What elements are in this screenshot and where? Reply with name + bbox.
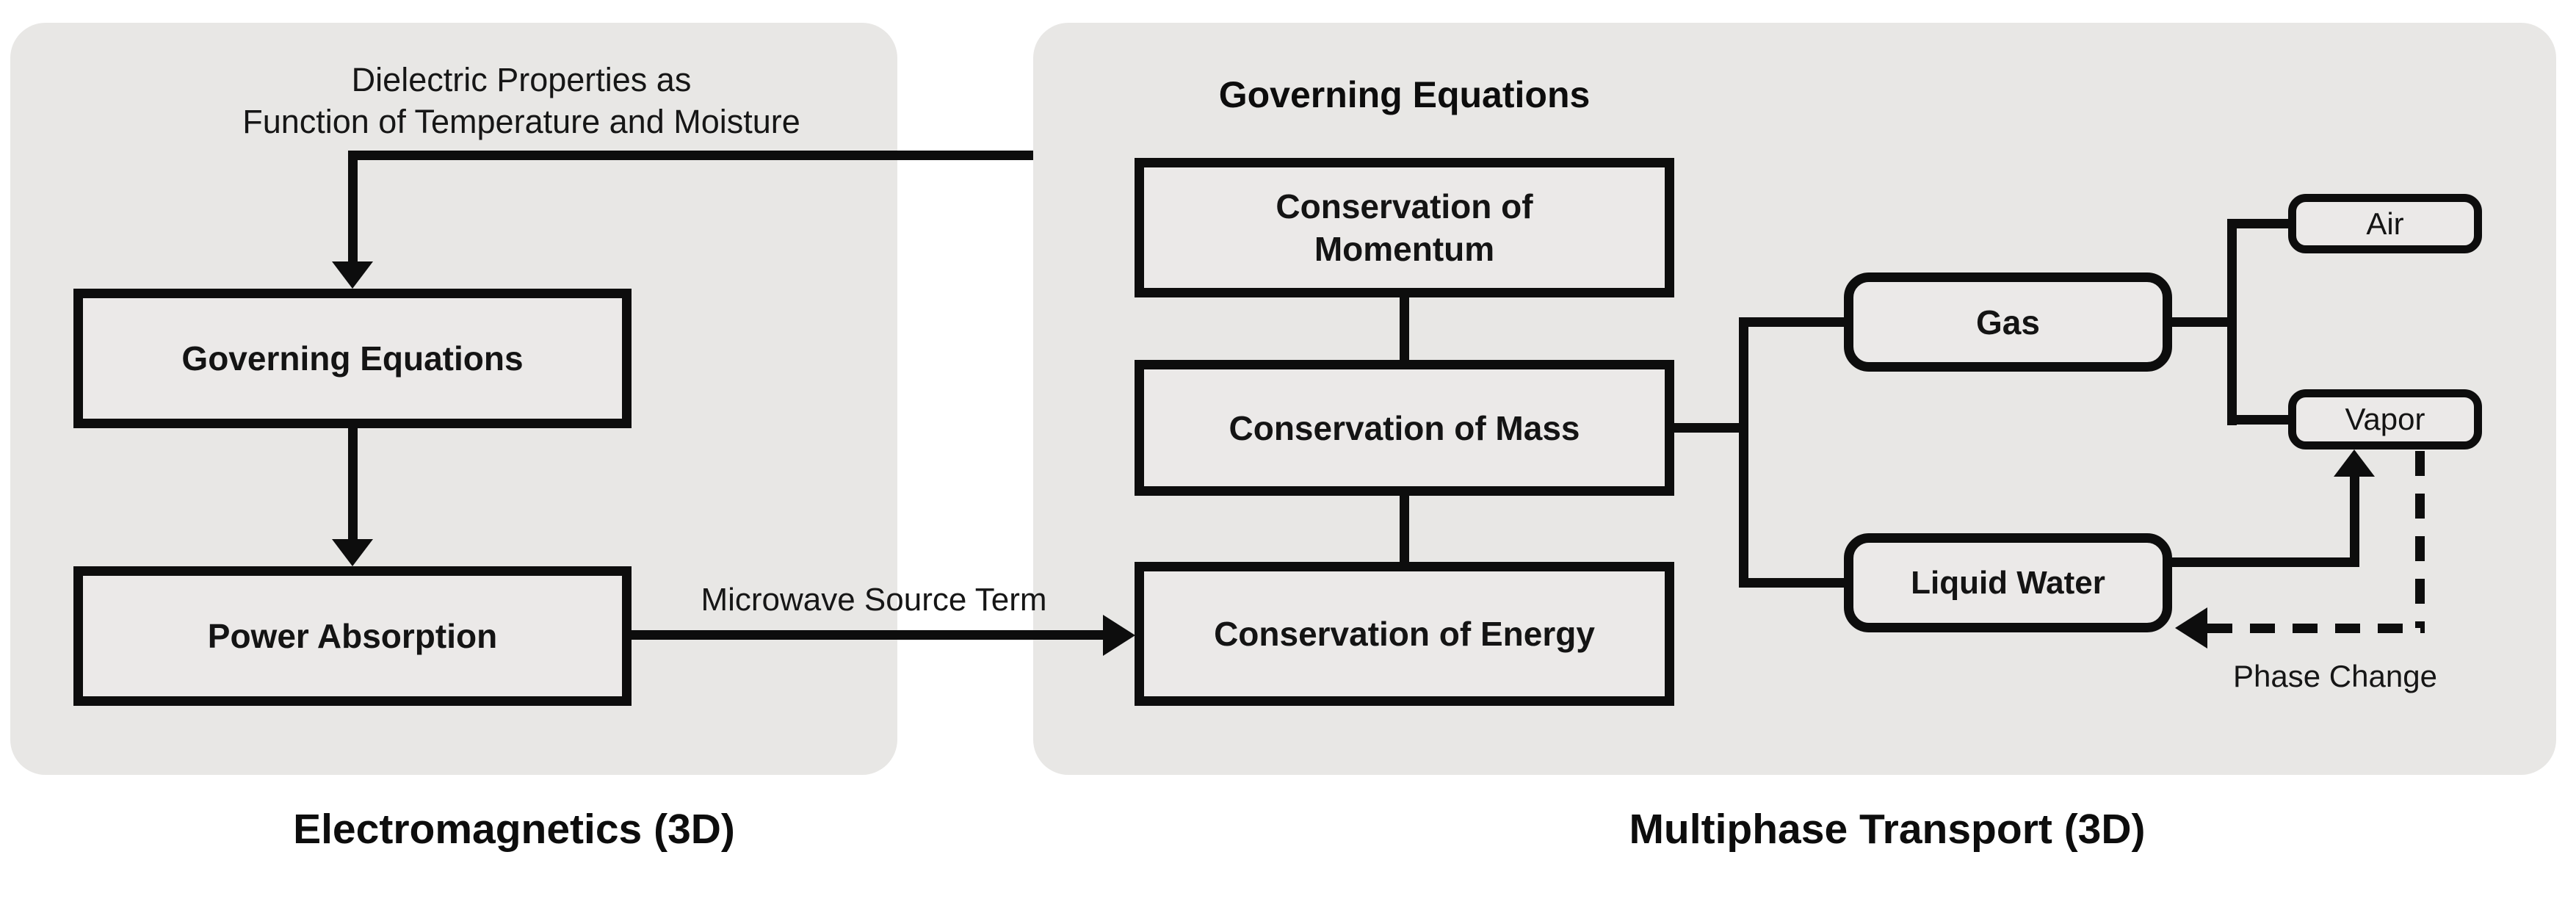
multiphase-caption: Multiphase Transport (3D) (1629, 806, 2146, 853)
edge-gas-branch-stub (2172, 317, 2237, 327)
edge-dielectric-feedback-hline (348, 151, 1033, 160)
edge-mass-energy-vline (1400, 496, 1409, 562)
node-power-absorption-label: Power Absorption (207, 617, 498, 655)
edge-branch-to-air-stub (2237, 219, 2288, 228)
node-conservation-of-momentum-label: Conservation of Momentum (1276, 185, 1533, 270)
node-vapor-label: Vapor (2345, 402, 2425, 436)
arrowhead-right-icon (1103, 615, 1135, 656)
edge-branch-to-liquid-stub (1748, 578, 1844, 588)
dielectric-properties-line1: Dielectric Properties as (351, 61, 692, 98)
dielectric-properties-label: Dielectric Properties as Function of Tem… (154, 59, 889, 142)
phase-change-label: Phase Change (2233, 659, 2437, 693)
node-conservation-of-mass-label: Conservation of Mass (1229, 408, 1580, 447)
node-gas-label: Gas (1976, 303, 2040, 342)
node-governing-equations-em-label: Governing Equations (181, 339, 524, 378)
edge-branch-to-vapor-stub (2237, 415, 2288, 425)
dielectric-properties-line2: Function of Temperature and Moisture (242, 103, 800, 140)
node-gas: Gas (1844, 272, 2172, 372)
node-governing-equations-em: Governing Equations (73, 289, 632, 428)
arrowhead-up-icon (2334, 450, 2375, 477)
edge-momentum-mass-vline (1400, 297, 1409, 360)
edge-liquid-to-vapor-vline (2350, 474, 2359, 567)
edge-gas-branch-vline (2227, 219, 2237, 425)
edge-mass-branch-stub (1674, 423, 1744, 433)
edge-liquid-to-vapor-hline (2172, 557, 2359, 567)
edge-vapor-to-liquid-dashed-hline (2207, 624, 2425, 633)
node-conservation-of-momentum: Conservation of Momentum (1135, 158, 1674, 297)
edge-ge-to-pa-vline (348, 428, 358, 540)
edge-branch-to-gas-stub (1748, 317, 1844, 327)
node-air: Air (2288, 194, 2482, 253)
electromagnetics-caption: Electromagnetics (3D) (293, 806, 735, 853)
node-conservation-of-energy-label: Conservation of Energy (1214, 615, 1595, 653)
edge-vapor-to-liquid-dashed-vline (2415, 451, 2425, 628)
microwave-source-term-label: Microwave Source Term (701, 582, 1047, 618)
node-vapor: Vapor (2288, 389, 2482, 450)
multiphase-governing-equations-title: Governing Equations (1218, 74, 1591, 115)
node-liquid-water-label: Liquid Water (1911, 564, 2105, 601)
node-conservation-of-energy: Conservation of Energy (1135, 562, 1674, 706)
edge-phase-branch-vline (1739, 317, 1748, 588)
edge-dielectric-feedback-vline (348, 151, 358, 262)
node-liquid-water: Liquid Water (1844, 533, 2172, 632)
arrowhead-down-icon (332, 261, 373, 289)
node-air-label: Air (2366, 206, 2404, 241)
node-power-absorption: Power Absorption (73, 566, 632, 706)
momentum-line1: Conservation of (1276, 187, 1533, 225)
node-conservation-of-mass: Conservation of Mass (1135, 360, 1674, 496)
arrowhead-down-icon (332, 539, 373, 566)
momentum-line2: Momentum (1314, 230, 1495, 268)
edge-pa-to-energy-hline (632, 630, 1105, 640)
arrowhead-left-icon (2175, 607, 2207, 649)
